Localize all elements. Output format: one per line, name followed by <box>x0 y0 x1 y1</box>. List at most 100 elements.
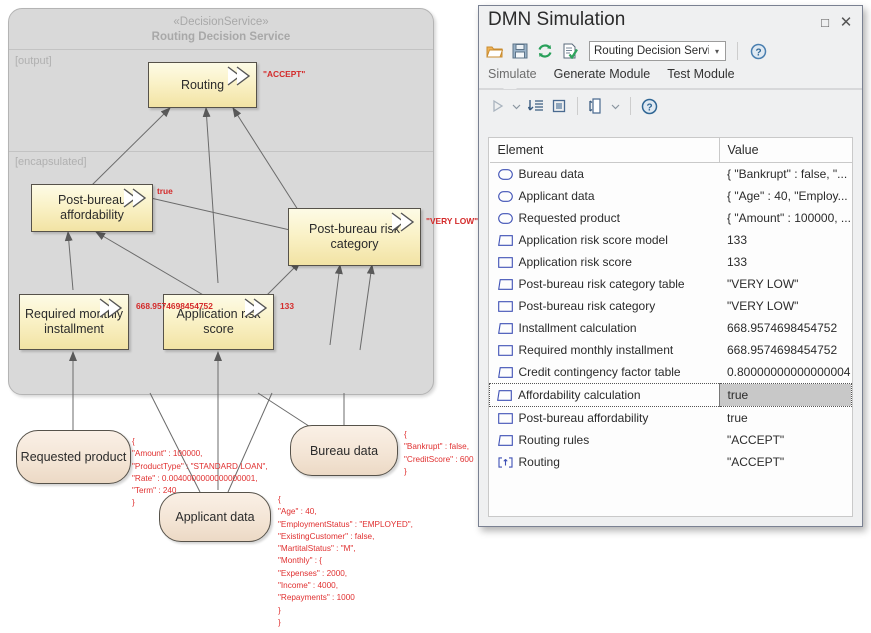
chevron-down-icon[interactable]: ▾ <box>714 46 719 56</box>
help-icon[interactable]: ? <box>749 42 768 61</box>
cell-element[interactable]: Application risk score <box>490 251 720 273</box>
svg-text:?: ? <box>755 47 761 58</box>
cell-element[interactable]: Post-bureau risk category <box>490 295 720 317</box>
table-row[interactable]: Post-bureau affordability true <box>490 407 852 430</box>
cell-value[interactable]: "VERY LOW" <box>719 295 852 317</box>
output-icon <box>497 456 513 468</box>
window-titlebar[interactable]: DMN Simulation □ ✕ <box>479 6 862 37</box>
decision-icon <box>497 256 513 268</box>
element-label: Affordability calculation <box>518 388 641 402</box>
table-row[interactable]: Application risk score 133 <box>490 251 852 273</box>
decision-node-application-risk-score[interactable]: Application risk score <box>163 294 274 350</box>
table-row[interactable]: Routing"ACCEPT" <box>490 451 852 473</box>
primary-toolbar[interactable]: Routing Decision Servic ▾ ? <box>479 37 862 65</box>
open-folder-icon[interactable] <box>485 42 504 61</box>
stop-icon[interactable] <box>549 97 568 116</box>
value-text: { "Age" : 40, "Employ... <box>727 189 848 203</box>
cell-value[interactable]: true <box>719 383 852 407</box>
cell-value[interactable]: 133 <box>719 251 852 273</box>
cell-value[interactable]: 133 <box>719 229 852 251</box>
help-icon[interactable]: ? <box>640 97 659 116</box>
value-text: { "Amount" : 100000, ... <box>727 211 851 225</box>
value-text: 668.9574698454752 <box>727 321 838 335</box>
toolbar2-separator-2 <box>630 97 631 115</box>
decision-node-routing[interactable]: Routing <box>148 62 257 108</box>
tab-simulate[interactable]: Simulate <box>488 67 537 81</box>
cell-element[interactable]: Credit contingency factor table <box>490 361 720 384</box>
cell-value[interactable]: 0.80000000000000004 <box>719 361 852 384</box>
table-row[interactable]: Applicant data { "Age" : 40, "Employ... <box>490 185 852 207</box>
cell-value[interactable]: 668.9574698454752 <box>719 317 852 339</box>
cell-value[interactable]: { "Bankrupt" : false, "... <box>719 163 852 186</box>
table-row[interactable]: Bureau data { "Bankrupt" : false, "... <box>490 163 852 186</box>
bkm-icon <box>497 322 513 334</box>
table-row[interactable]: Requested product { "Amount" : 100000, ..… <box>490 207 852 229</box>
simulation-results-panel[interactable]: Element Value Bureau data { "Bankrupt" : … <box>488 137 853 517</box>
tab-generate-module[interactable]: Generate Module <box>553 67 651 81</box>
table-row[interactable]: Post-bureau risk category "VERY LOW" <box>490 295 852 317</box>
new-document-icon[interactable] <box>587 97 606 116</box>
cell-element[interactable]: Affordability calculation <box>489 383 720 407</box>
decision-node-required-monthly-installment[interactable]: Required monthly installment <box>19 294 129 350</box>
save-icon[interactable] <box>510 42 529 61</box>
input-data-icon <box>497 168 513 180</box>
cell-element[interactable]: Installment calculation <box>490 317 720 339</box>
cell-element[interactable]: Post-bureau risk category table <box>490 273 720 295</box>
decision-service-title: «DecisionService» Routing Decision Servi… <box>9 15 433 45</box>
input-node-bureau-data[interactable]: Bureau data <box>290 425 398 476</box>
cell-value[interactable]: "ACCEPT" <box>719 429 852 451</box>
cell-element[interactable]: Application risk score model <box>490 229 720 251</box>
cell-element[interactable]: Routing rules <box>490 429 720 451</box>
element-label: Required monthly installment <box>518 343 674 357</box>
step-into-icon[interactable] <box>526 97 545 116</box>
decision-node-post-bureau-risk-category[interactable]: Post-bureau risk category <box>288 208 421 266</box>
table-row[interactable]: Affordability calculation true <box>489 383 852 407</box>
cell-value[interactable]: { "Age" : 40, "Employ... <box>719 185 852 207</box>
table-row[interactable]: Installment calculation 668.9574698454752 <box>490 317 852 339</box>
value-text: "VERY LOW" <box>727 299 799 313</box>
tab-bar[interactable]: Simulate Generate Module Test Module <box>479 65 862 90</box>
dmn-diagram-canvas[interactable]: «DecisionService» Routing Decision Servi… <box>0 0 520 633</box>
json-annotation-bureau-data: { "Bankrupt" : false, "CreditScore" : 60… <box>404 430 474 476</box>
input-node-requested-product[interactable]: Requested product <box>16 430 131 484</box>
input-data-icon <box>497 212 513 224</box>
cell-element[interactable]: Applicant data <box>490 185 720 207</box>
element-label: Post-bureau risk category table <box>518 277 685 291</box>
cell-element[interactable]: Bureau data <box>490 163 720 186</box>
cell-element[interactable]: Required monthly installment <box>490 339 720 361</box>
table-row[interactable]: Required monthly installment 668.95746984… <box>490 339 852 361</box>
refresh-icon[interactable] <box>535 42 554 61</box>
cell-element[interactable]: Post-bureau affordability <box>490 407 720 430</box>
new-document-dropdown-icon[interactable] <box>610 97 621 116</box>
close-icon[interactable]: ✕ <box>839 14 853 31</box>
cell-value[interactable]: "VERY LOW" <box>719 273 852 295</box>
value-text: true <box>727 411 748 425</box>
cell-value[interactable]: { "Amount" : 100000, ... <box>719 207 852 229</box>
table-row[interactable]: Post-bureau risk category table "VERY LOW… <box>490 273 852 295</box>
decision-service-select[interactable]: Routing Decision Servic ▾ <box>589 41 726 61</box>
column-header-element[interactable]: Element <box>489 138 720 163</box>
value-text: "VERY LOW" <box>727 277 799 291</box>
decision-node-post-bureau-affordability[interactable]: Post-bureau affordability <box>31 184 153 232</box>
cell-element[interactable]: Routing <box>490 451 720 473</box>
tab-underline <box>479 88 862 90</box>
value-text: 133 <box>727 255 748 269</box>
validate-icon[interactable] <box>560 42 579 61</box>
run-dropdown-icon[interactable] <box>511 97 522 116</box>
run-icon[interactable] <box>488 97 507 116</box>
table-row[interactable]: Routing rules"ACCEPT" <box>490 429 852 451</box>
tab-test-module[interactable]: Test Module <box>667 67 735 81</box>
secondary-toolbar[interactable]: ? <box>479 92 862 120</box>
cell-value[interactable]: 668.9574698454752 <box>719 339 852 361</box>
cell-value[interactable]: true <box>719 407 852 430</box>
dmn-simulation-window[interactable]: DMN Simulation □ ✕ <box>478 5 863 527</box>
maximize-icon[interactable]: □ <box>821 15 829 30</box>
column-header-value[interactable]: Value <box>719 138 852 163</box>
cell-element[interactable]: Requested product <box>490 207 720 229</box>
decision-label: Application risk score <box>176 307 261 336</box>
cell-value[interactable]: "ACCEPT" <box>719 451 852 473</box>
value-text: { "Bankrupt" : false, "... <box>727 167 848 181</box>
input-node-applicant-data[interactable]: Applicant data <box>159 492 271 542</box>
